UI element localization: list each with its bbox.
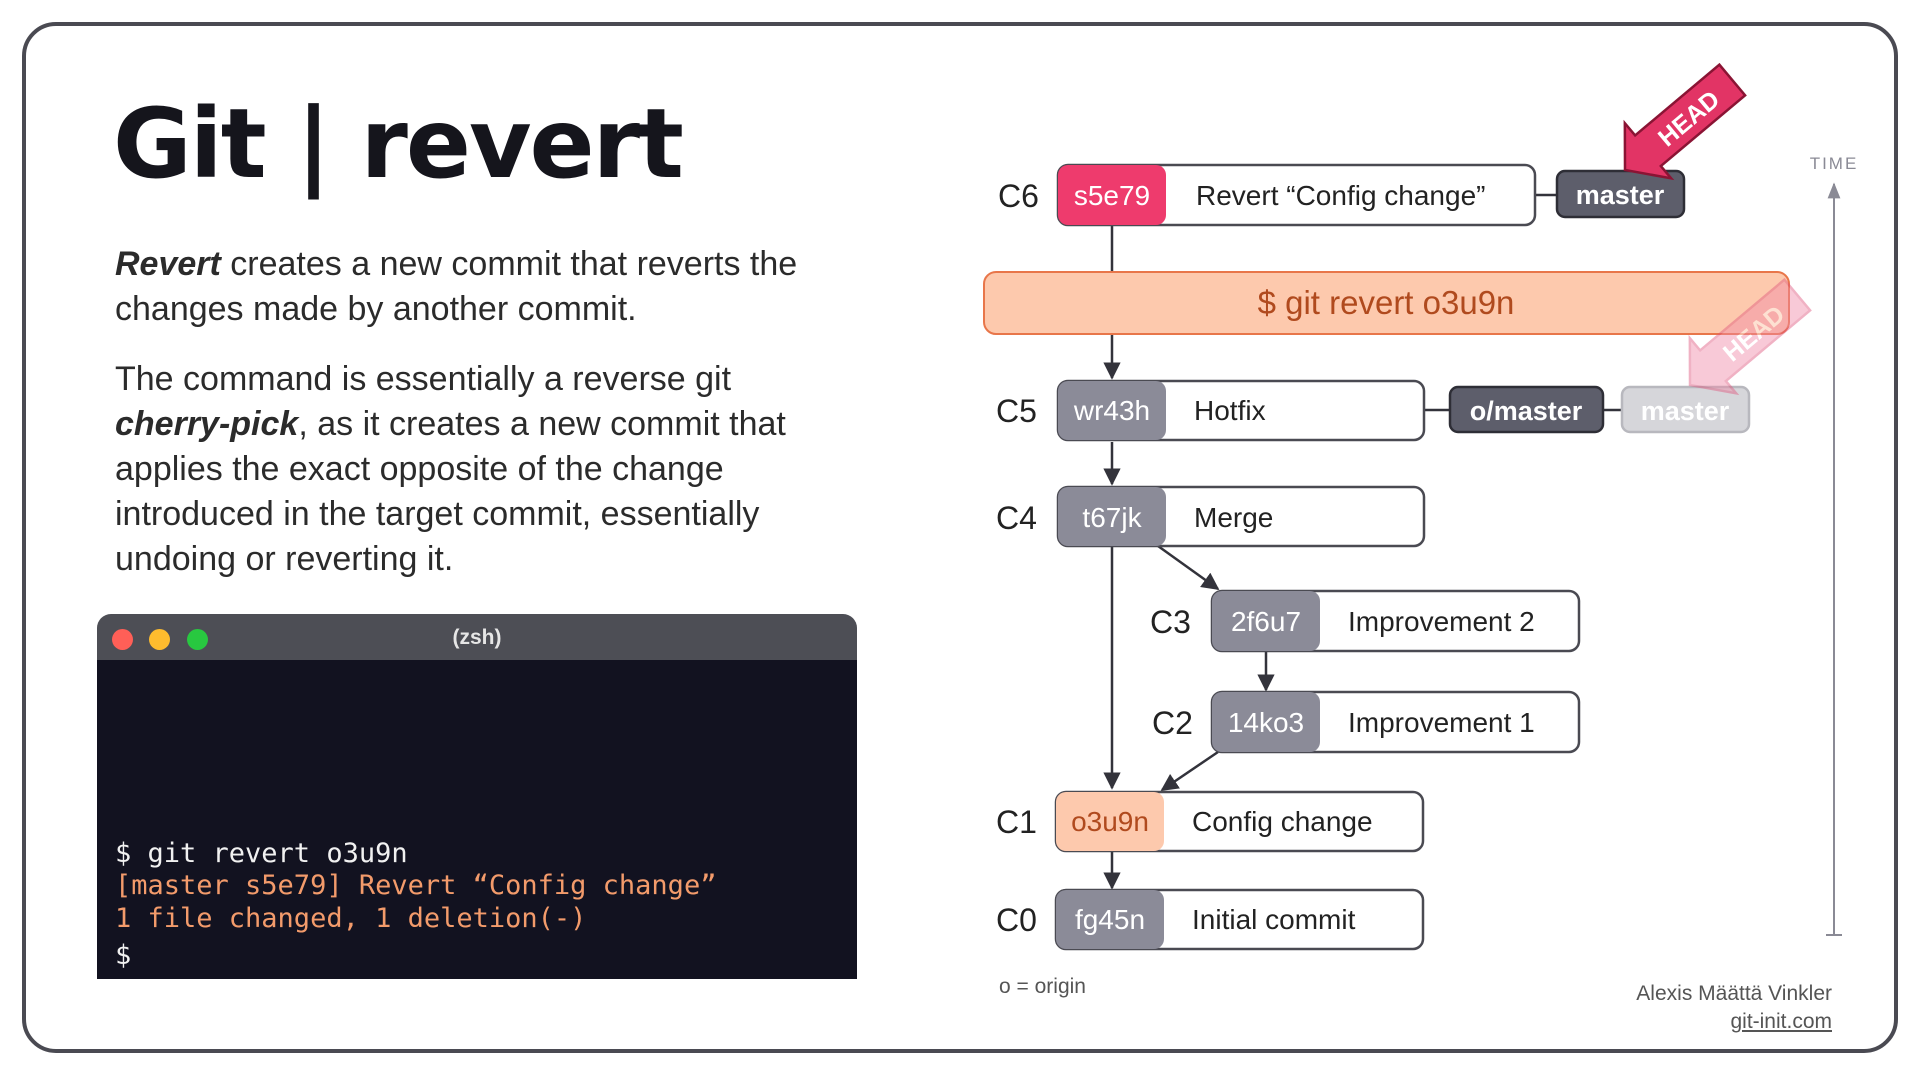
commit-hash-badge [1056,890,1164,949]
commit-c2[interactable]: 14ko3 Improvement 1 C2 [1152,690,1581,754]
commit-label: C4 [996,500,1037,536]
graph-legend: o = origin [999,975,1086,998]
graph-edges [1103,193,1622,890]
svg-text:master: master [1576,180,1665,210]
commit-c4[interactable]: t67jk Merge C4 [996,485,1426,548]
edge-c4-c3 [1157,544,1220,591]
body-text-pre: The command is essentially a reverse git [115,360,732,398]
terminal-line: $ git revert o3u9n [115,838,408,869]
commit-label: C1 [996,804,1037,840]
commit-hash-badge [1212,591,1320,651]
minimize-window-icon[interactable] [149,629,170,650]
commit-hash-badge [1058,487,1166,546]
commit-hash: fg45n [1075,904,1145,935]
terminal-prompt: $ [115,940,132,971]
commit-hash: o3u9n [1071,806,1149,837]
ref-master-old[interactable]: master [1620,385,1751,434]
commit-hash: t67jk [1082,502,1142,533]
body-paragraph: The command is essentially a reverse git… [115,357,855,582]
commit-message: Improvement 2 [1348,606,1535,637]
author-name: Alexis Määttä Vinkler [1636,982,1832,1005]
terminal-titlebar: (zsh) [97,614,857,660]
time-axis: TIME [1810,154,1859,936]
command-text: $ git revert o3u9n [1258,284,1515,321]
commit-message: Initial commit [1192,904,1356,935]
terminal-body[interactable]: $ git revert o3u9n [master s5e79] Revert… [97,660,857,979]
commit-hash-badge [1056,792,1164,851]
terminal-window: (zsh) $ git revert o3u9n [master s5e79] … [97,614,857,979]
commit-c3[interactable]: 2f6u7 Improvement 2 C3 [1150,589,1581,653]
commit-message: Improvement 1 [1348,707,1535,738]
body-text-post: , as it creates a new commit that applie… [115,405,786,578]
svg-text:o/master: o/master [1470,396,1583,426]
ref-master-new[interactable]: master [1555,169,1686,219]
commit-message: Merge [1194,502,1273,533]
svg-text:master: master [1641,396,1730,426]
commit-message: Config change [1192,806,1373,837]
intro-paragraph: Revert creates a new commit that reverts… [115,242,835,332]
terminal-title: (zsh) [452,626,502,649]
page-title: Git | revert [113,88,684,200]
commit-message: Revert “Config change” [1196,180,1485,211]
terminal-line: 1 file changed, 1 deletion(-) [115,903,587,934]
ref-origin-master[interactable]: o/master [1448,385,1605,434]
commit-label: C6 [998,178,1039,214]
body-emphasis: cherry-pick [115,405,299,443]
commit-label: C3 [1150,604,1191,640]
intro-text: creates a new commit that reverts the ch… [115,245,798,328]
commit-hash: s5e79 [1074,180,1150,211]
commit-c1[interactable]: o3u9n Config change C1 [996,790,1425,853]
commit-c5[interactable]: wr43h Hotfix C5 [996,379,1426,442]
maximize-window-icon[interactable] [187,629,208,650]
commit-hash-badge [1058,381,1166,440]
commit-message: Hotfix [1194,395,1266,426]
site-link[interactable]: git-init.com [1730,1010,1832,1033]
commit-hash: wr43h [1073,395,1150,426]
commit-label: C0 [996,902,1037,938]
commit-label: C5 [996,393,1037,429]
time-axis-label: TIME [1810,154,1859,173]
close-window-icon[interactable] [112,629,133,650]
commit-hash: 14ko3 [1228,707,1304,738]
commit-hash: 2f6u7 [1231,606,1301,637]
head-arrow-icon: HEAD [1623,62,1747,181]
commit-hash-badge [1212,692,1320,752]
terminal-line: [master s5e79] Revert “Config change” [115,870,717,901]
commit-label: C2 [1152,705,1193,741]
credit: Alexis Määttä Vinkler git-init.com [1636,980,1832,1036]
edge-c2-c1 [1160,750,1219,792]
command-bar [983,271,1790,335]
commit-c6[interactable]: s5e79 Revert “Config change” C6 [998,163,1537,227]
commit-c0[interactable]: fg45n Initial commit C0 [996,888,1425,951]
intro-emphasis: Revert [115,245,221,283]
commit-hash-badge [1058,165,1166,225]
